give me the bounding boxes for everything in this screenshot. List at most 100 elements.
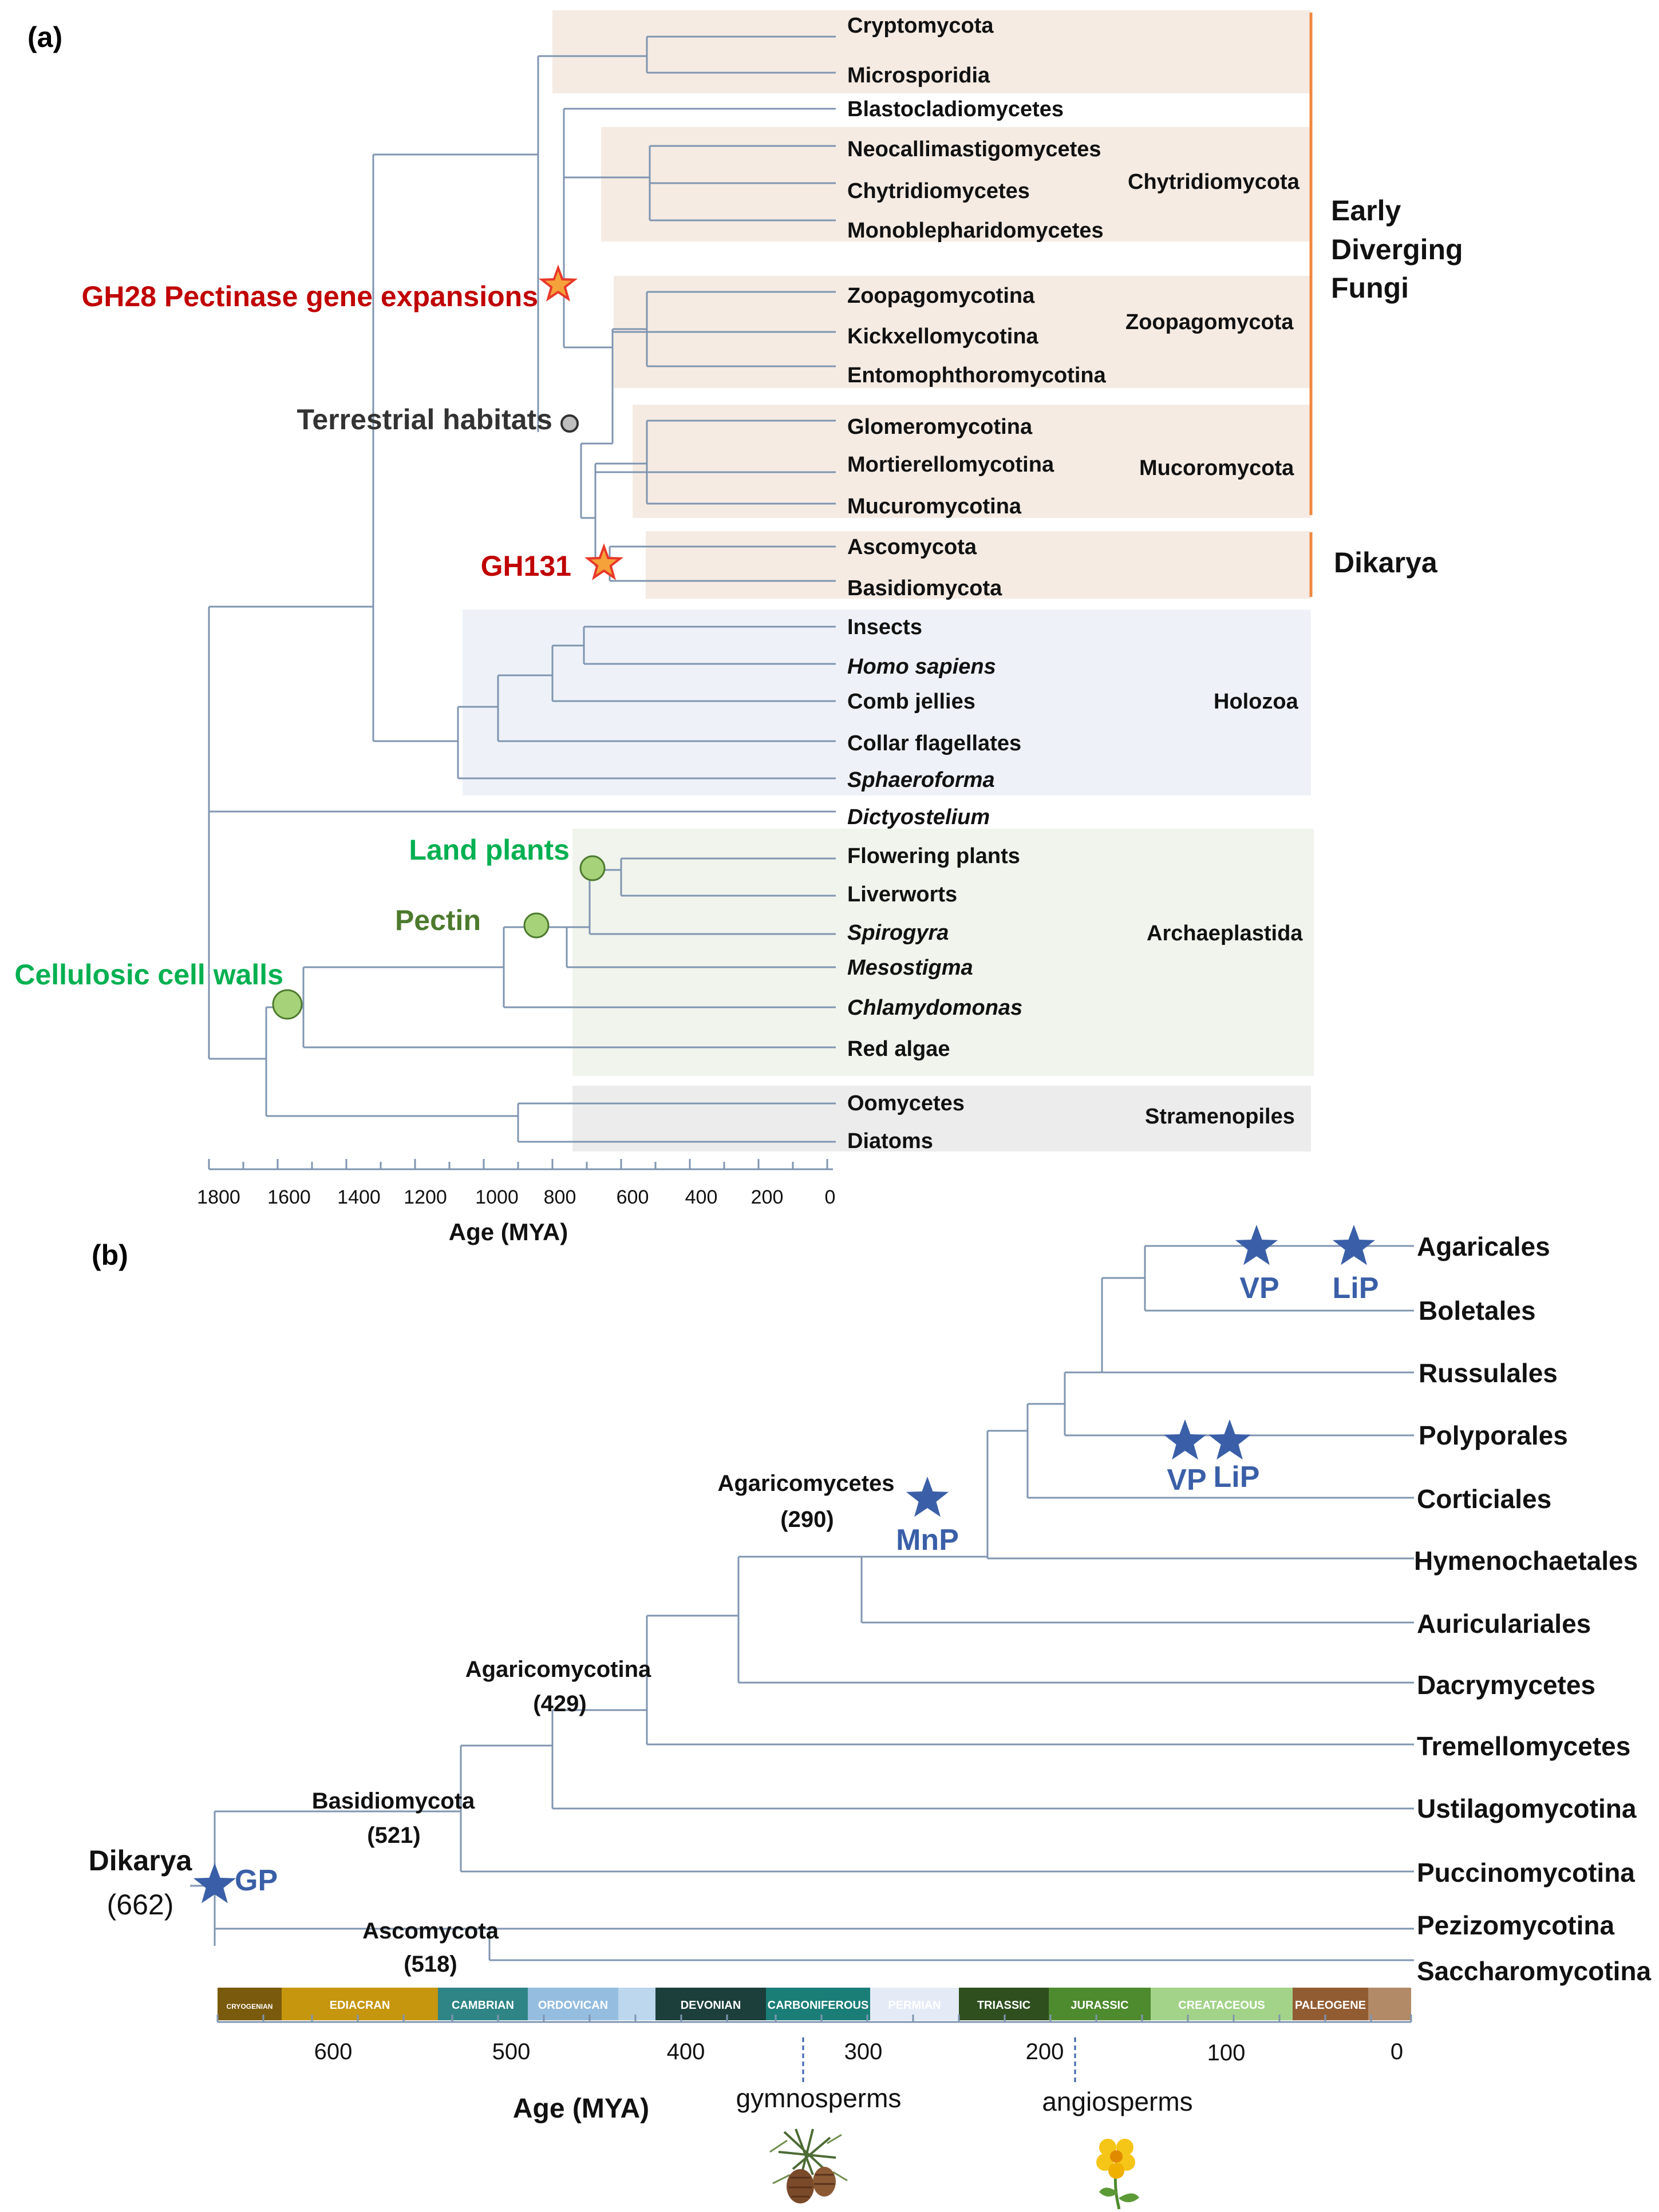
cryptomycota-box — [552, 10, 1311, 93]
period-segment — [218, 1988, 282, 2020]
panel-a-label: (a) — [27, 21, 62, 53]
node-ascomycota-age: (518) — [404, 1952, 457, 1977]
dikarya-group-label: Dikarya — [1334, 547, 1438, 579]
taxon-zoopagomycotina: Zoopagomycotina — [847, 284, 1035, 308]
node-basidiomycota: Basidiomycota — [312, 1788, 475, 1814]
vp1-label: VP — [1239, 1272, 1279, 1305]
taxon-insects: Insects — [847, 615, 922, 639]
taxon-collar-flagellates: Collar flagellates — [847, 731, 1021, 755]
vp2-label: VP — [1167, 1463, 1206, 1497]
period-label: DEVONIAN — [681, 1999, 741, 2012]
group-chytridiomycota: Chytridiomycota — [1128, 170, 1300, 194]
period-segment — [528, 1988, 618, 2020]
node-dikarya: Dikarya — [89, 1845, 193, 1877]
period-segment — [655, 1988, 766, 2020]
cellulosic-label: Cellulosic cell walls — [14, 959, 283, 991]
gh131-label: GH131 — [481, 550, 571, 582]
axis-a-tick-1800: 1800 — [197, 1186, 240, 1208]
early-diverging-line3: Fungi — [1331, 272, 1409, 304]
period-label: CRYOGENIAN — [227, 2003, 273, 2011]
archaeplastida-box — [572, 829, 1314, 1076]
taxon-oomycetes: Oomycetes — [847, 1091, 965, 1115]
lip2-label: LiP — [1214, 1461, 1260, 1494]
period-segment — [766, 1988, 870, 2020]
taxon-comb-jellies: Comb jellies — [847, 690, 975, 714]
taxon-liverworts: Liverworts — [847, 883, 957, 907]
gh28-star-icon — [538, 264, 578, 302]
axis-a-label: Age (MYA) — [449, 1218, 568, 1245]
taxon-auriculariales: Auriculariales — [1417, 1609, 1591, 1639]
panel-b-axis-line — [216, 2015, 1412, 2023]
flower-icon — [1096, 2139, 1139, 2210]
taxon-corticiales: Corticiales — [1417, 1484, 1551, 1514]
taxon-ascomycota: Ascomycota — [847, 535, 977, 559]
taxon-glomeromycotina: Glomeromycotina — [847, 415, 1033, 439]
node-agaricomycotina-age: (429) — [533, 1691, 586, 1716]
period-segment — [1049, 1988, 1151, 2020]
taxon-mortierellomycotina: Mortierellomycotina — [847, 453, 1054, 477]
node-agaricomycotina: Agaricomycotina — [465, 1657, 651, 1682]
axis-a-tick-400: 400 — [685, 1186, 718, 1208]
taxon-saccharomycotina: Saccharomycotina — [1417, 1956, 1651, 1986]
taxon-sphaeroforma: Sphaeroforma — [847, 768, 995, 792]
taxon-mesostigma: Mesostigma — [847, 956, 973, 980]
lip1-star-icon — [1332, 1225, 1376, 1265]
taxon-blastocladiomycetes: Blastocladiomycetes — [847, 97, 1064, 121]
axis-b-label: Age (MYA) — [513, 2094, 649, 2124]
gp-label: GP — [235, 1864, 278, 1897]
lip2-star-icon — [1208, 1419, 1251, 1460]
group-mucoromycota: Mucoromycota — [1139, 456, 1294, 480]
axis-b-tick-400: 400 — [667, 2039, 705, 2064]
period-segment — [1368, 1988, 1411, 2020]
axis-b-tick-100: 100 — [1207, 2040, 1246, 2065]
period-segment — [618, 1988, 655, 2020]
vp1-star-icon — [1235, 1225, 1278, 1265]
axis-b-tick-0: 0 — [1391, 2039, 1403, 2064]
land-plants-node-icon — [579, 855, 606, 881]
pine-cone-icon — [769, 2128, 848, 2203]
panel-a-tree-branches — [208, 35, 836, 1143]
land-plants-label: Land plants — [409, 834, 570, 866]
angiosperms-label: angiosperms — [1042, 2087, 1192, 2116]
taxon-dacrymycetes: Dacrymycetes — [1417, 1670, 1595, 1700]
period-label: EDIACRAN — [330, 1999, 390, 2012]
taxon-kickxellomycotina: Kickxellomycotina — [847, 325, 1039, 349]
mucoromycota-box — [633, 405, 1311, 518]
gh28-label: GH28 Pectinase gene expansions — [81, 280, 538, 312]
dikarya-box — [646, 531, 1311, 599]
axis-a-tick-800: 800 — [544, 1186, 576, 1208]
mnp-label: MnP — [896, 1524, 959, 1557]
panel-a-axis: 1800 1600 1400 1200 1000 800 600 400 200… — [197, 1159, 835, 1245]
gp-star-icon — [193, 1863, 236, 1904]
taxon-pezizomycotina: Pezizomycotina — [1417, 1910, 1615, 1940]
axis-a-tick-600: 600 — [617, 1186, 649, 1208]
vp2-star-icon — [1163, 1419, 1207, 1460]
period-segment — [1293, 1988, 1368, 2020]
taxon-neocallimastigomycetes: Neocallimastigomycetes — [847, 137, 1101, 161]
panel-a-big-labels: Early Diverging Fungi Dikarya — [1331, 195, 1463, 579]
period-segment — [1151, 1988, 1293, 2020]
taxon-hymenochaetales: Hymenochaetales — [1414, 1546, 1638, 1576]
node-basidiomycota-age: (521) — [367, 1823, 420, 1848]
terrestrial-label: Terrestrial habitats — [297, 403, 552, 436]
taxon-puccinomycotina: Puccinomycotina — [1417, 1858, 1635, 1887]
period-segment — [870, 1988, 959, 2020]
taxon-mucuromycotina: Mucuromycotina — [847, 494, 1022, 519]
axis-a-tick-200: 200 — [751, 1186, 784, 1208]
taxon-diatoms: Diatoms — [847, 1129, 933, 1153]
gh131-star-icon — [584, 543, 624, 580]
axis-a-tick-1000: 1000 — [475, 1186, 519, 1208]
panel-b-node-labels: Agaricomycetes (290) Agaricomycotina (42… — [312, 1471, 895, 1977]
axis-a-tick-1400: 1400 — [337, 1186, 381, 1208]
taxon-russulales: Russulales — [1419, 1358, 1558, 1388]
panel-a-axis-line — [208, 1159, 833, 1170]
taxon-microsporidia: Microsporidia — [847, 64, 990, 88]
lip1-label: LiP — [1333, 1272, 1379, 1305]
node-ascomycota: Ascomycota — [362, 1918, 499, 1944]
axis-a-tick-1600: 1600 — [267, 1186, 311, 1208]
panel-a-group-boxes — [463, 10, 1314, 1151]
taxon-boletales: Boletales — [1419, 1296, 1536, 1325]
node-agaricomycetes: Agaricomycetes — [717, 1471, 894, 1496]
